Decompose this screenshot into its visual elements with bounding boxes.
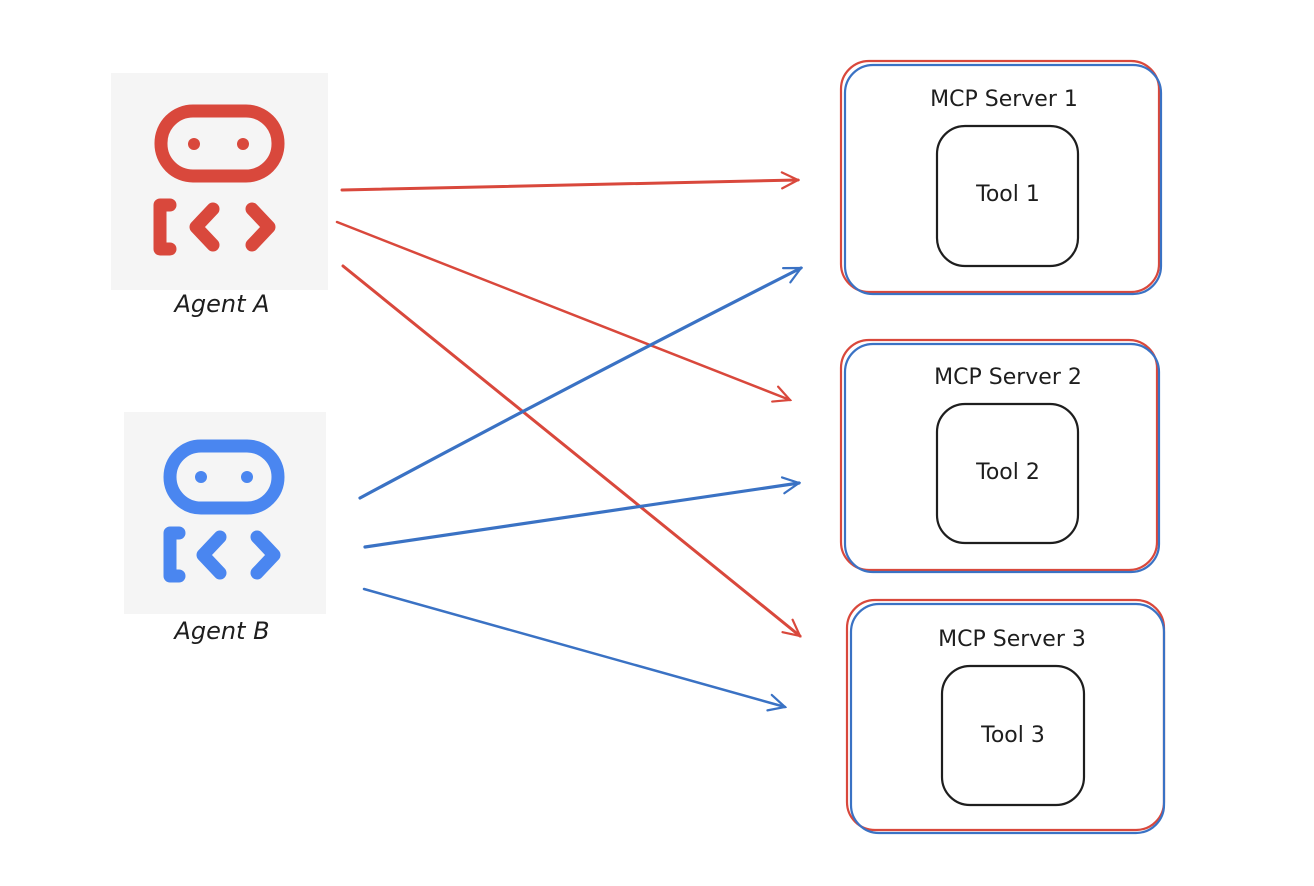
agent-b: Agent B bbox=[124, 412, 326, 645]
agent-b-label: Agent B bbox=[172, 617, 269, 645]
agent-a: Agent A bbox=[111, 73, 328, 318]
tool-box bbox=[940, 664, 1086, 807]
mcp-server-1: MCP Server 1 Tool 1 bbox=[839, 59, 1163, 296]
tool-box bbox=[935, 124, 1080, 268]
mcp-server-2: MCP Server 2 Tool 2 bbox=[839, 338, 1161, 574]
robot-code-icon bbox=[153, 104, 285, 256]
robot-code-icon bbox=[163, 439, 285, 583]
arrow-agent-a-to-server-1 bbox=[340, 180, 798, 192]
arrow-agent-a-to-server-2 bbox=[335, 220, 790, 400]
tool-label: Tool 1 bbox=[975, 182, 1040, 207]
tool-label: Tool 2 bbox=[975, 460, 1040, 485]
tool-box bbox=[935, 402, 1080, 545]
arrow-agent-b-to-server-3 bbox=[362, 587, 785, 707]
arrow-agent-b-to-server-2 bbox=[363, 483, 799, 549]
arrow-agent-a-to-server-3 bbox=[341, 264, 800, 636]
connections bbox=[335, 180, 801, 707]
agent-a-label: Agent A bbox=[172, 290, 269, 318]
server-title: MCP Server 1 bbox=[930, 87, 1078, 112]
server-title: MCP Server 2 bbox=[934, 365, 1082, 390]
arrow-agent-b-to-server-1 bbox=[358, 266, 801, 500]
mcp-server-3: MCP Server 3 Tool 3 bbox=[845, 598, 1166, 835]
tool-label: Tool 3 bbox=[980, 723, 1045, 748]
server-title: MCP Server 3 bbox=[938, 627, 1086, 652]
